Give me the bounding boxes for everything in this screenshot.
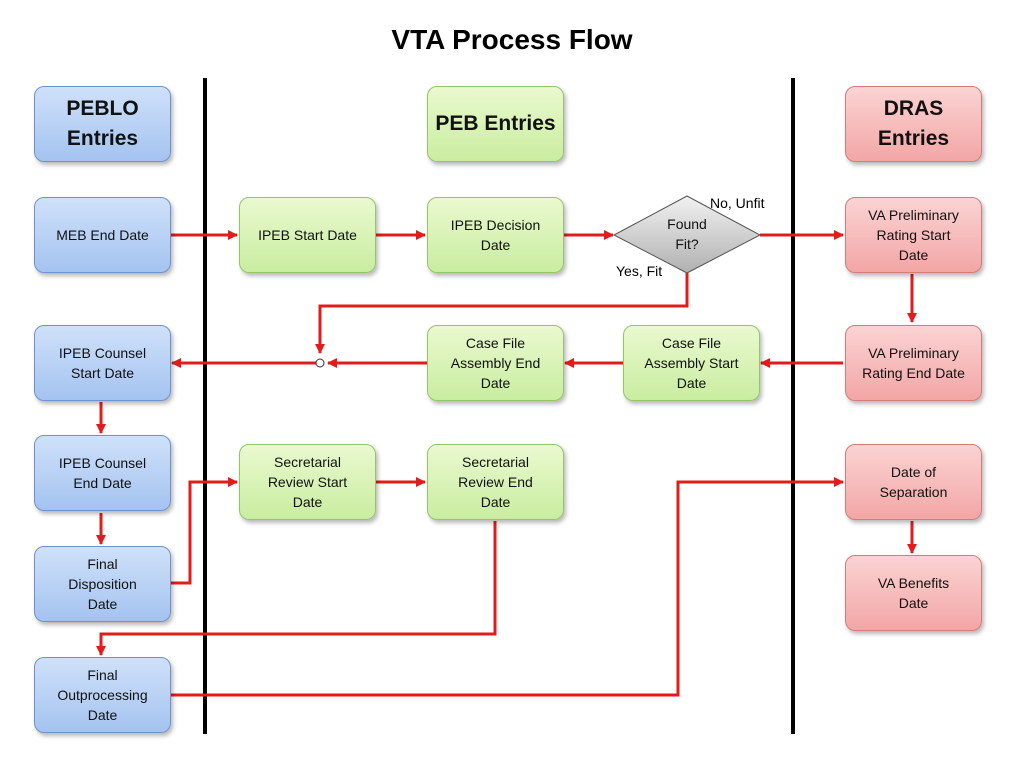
edge-label-no-unfit: No, Unfit: [710, 195, 765, 211]
node-case-file-assembly-start-date: Case File Assembly Start Date: [623, 325, 760, 401]
node-ipeb-counsel-end-date: IPEB Counsel End Date: [34, 435, 171, 511]
found-fit-diamond: [612, 195, 762, 274]
node-secretarial-review-end-date: Secretarial Review End Date: [427, 444, 564, 520]
peblo-entries-header: PEBLO Entries: [34, 86, 171, 162]
page-title: VTA Process Flow: [391, 24, 633, 55]
node-case-file-assembly-end-date: Case File Assembly End Date: [427, 325, 564, 401]
node-meb-end-date: MEB End Date: [34, 197, 171, 273]
node-ipeb-start-date: IPEB Start Date: [239, 197, 376, 273]
node-final-outprocessing-date: Final Outprocessing Date: [34, 657, 171, 733]
lane-divider-right: [791, 78, 795, 734]
node-date-of-separation: Date of Separation: [845, 444, 982, 520]
node-va-benefits-date: VA Benefits Date: [845, 555, 982, 631]
node-va-preliminary-rating-end-date: VA Preliminary Rating End Date: [845, 325, 982, 401]
node-va-preliminary-rating-start-date: VA Preliminary Rating Start Date: [845, 197, 982, 273]
dras-entries-header: DRAS Entries: [845, 86, 982, 162]
peb-entries-header: PEB Entries: [427, 86, 564, 162]
edge-label-yes-fit: Yes, Fit: [616, 263, 663, 279]
edge-final-disposition-to-secretarial-start: [171, 477, 238, 585]
edge-yes-fit-to-junction: [315, 273, 689, 354]
edge-secretarial-end-to-final-outprocessing: [96, 521, 497, 656]
edge-final-outprocessing-to-separation: [171, 477, 844, 697]
node-ipeb-decision-date: IPEB Decision Date: [427, 197, 564, 273]
node-ipeb-counsel-start-date: IPEB Counsel Start Date: [34, 325, 171, 401]
merge-junction: [315, 358, 325, 368]
lane-divider-left: [203, 78, 207, 734]
node-final-disposition-date: Final Disposition Date: [34, 546, 171, 622]
node-secretarial-review-start-date: Secretarial Review Start Date: [239, 444, 376, 520]
